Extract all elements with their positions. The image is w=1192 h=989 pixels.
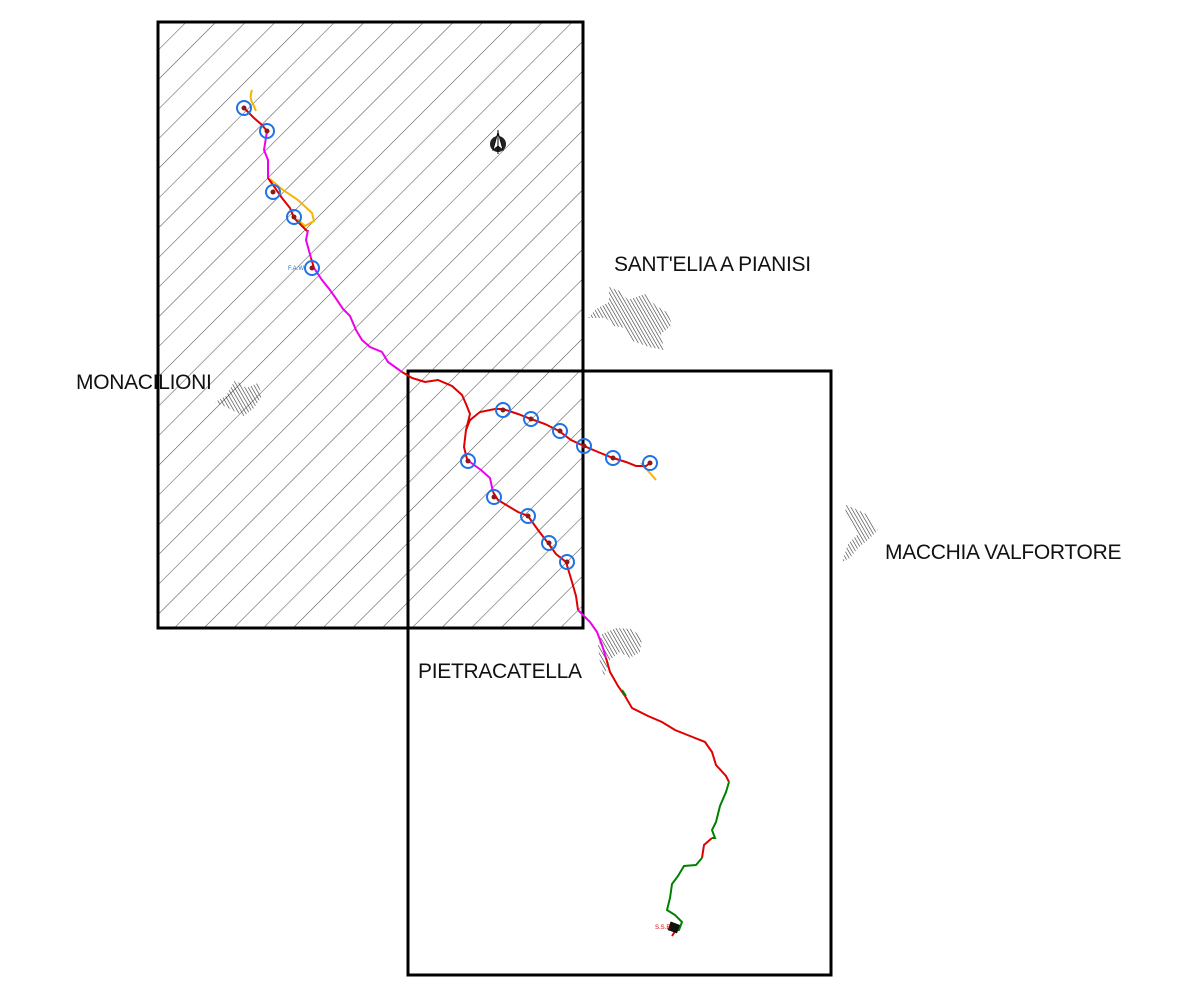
town-shape-pietracatella [598,628,642,676]
substation-icon [667,921,681,934]
hatched-area [158,22,583,628]
turbine-marker-icon [259,123,275,139]
turbine-centers [241,105,653,565]
turbine-marker-icon [576,438,592,454]
town-shape-macchia [842,505,878,562]
end-marker-label: S.S.E [655,925,670,931]
green-route [621,689,730,931]
magenta-route [262,130,607,659]
turbine-marker-icon [605,450,621,466]
turbine-marker-icon [541,535,557,551]
turbine-markers [236,100,658,570]
turbine-marker-icon [520,508,536,524]
town-shape-monacilioni [215,380,262,416]
turbine-marker-icon [486,489,502,505]
lower-frame [406,369,833,977]
north-arrow-icon [490,130,506,154]
turbine-marker-icon [523,411,539,427]
turbine-marker-icon [304,260,320,276]
upper-frame [156,20,585,630]
town-shape-santelia [588,287,672,350]
turbine-marker-icon [460,453,476,469]
turbine-marker-icon [642,455,658,471]
turbine-marker-icon [265,184,281,200]
turbine-marker-icon [495,402,511,418]
town-label-santelia: SANT'ELIA A PIANISI [614,253,811,276]
turbine-marker-icon [559,554,575,570]
turbine-marker-icon [236,100,252,116]
start-marker-label: F.A.W [288,266,304,272]
turbine-marker-icon [286,209,302,225]
turbine-marker-icon [552,423,568,439]
town-label-monacilioni: MONACILIONI [76,371,212,394]
town-label-macchia: MACCHIA VALFORTORE [885,541,1122,564]
town-label-pietracatella: PIETRACATELLA [418,660,582,683]
